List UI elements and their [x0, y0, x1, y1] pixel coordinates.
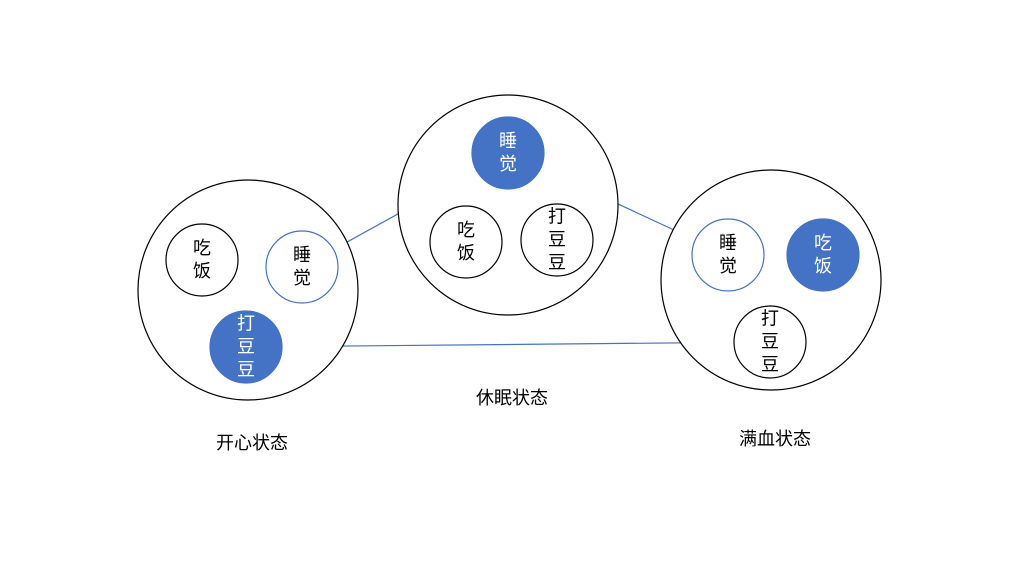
action-full-eat: 吃饭 [786, 218, 860, 292]
action-circle [691, 218, 765, 292]
action-sleep-eat: 吃饭 [429, 205, 503, 279]
action-label-char: 觉 [719, 256, 737, 277]
action-circle [520, 203, 594, 277]
action-full-play: 打豆豆 [733, 305, 807, 379]
action-circle [429, 205, 503, 279]
action-label-char: 吃 [193, 238, 211, 259]
transition-arrow-full-to-happy [280, 341, 735, 350]
action-circle [209, 310, 283, 384]
action-label-char: 饭 [193, 261, 211, 282]
state-label-happy: 开心状态 [216, 433, 288, 454]
action-sleep-play: 打豆豆 [520, 203, 594, 277]
action-label-char: 睡 [499, 131, 517, 152]
action-label-char: 豆 [761, 332, 779, 353]
action-circle [265, 230, 339, 304]
action-label-char: 饭 [457, 243, 475, 264]
action-happy-eat: 吃饭 [165, 223, 239, 297]
action-label-char: 吃 [457, 220, 475, 241]
state-label-sleep: 休眠状态 [476, 388, 548, 409]
action-label-char: 打 [548, 207, 566, 228]
action-label-char: 觉 [499, 154, 517, 175]
action-happy-sleep: 睡觉 [265, 230, 339, 304]
action-label-char: 打 [237, 314, 255, 335]
action-label-char: 睡 [293, 245, 311, 266]
state-label-full: 满血状态 [739, 429, 811, 450]
action-label-char: 豆 [237, 337, 255, 358]
action-label-char: 打 [761, 309, 779, 330]
action-full-sleep: 睡觉 [691, 218, 765, 292]
action-label-char: 饭 [814, 256, 832, 277]
action-circle [786, 218, 860, 292]
action-label-char: 豆 [237, 360, 255, 381]
state-labels: 开心状态 休眠状态 满血状态 [216, 388, 811, 454]
action-label-char: 豆 [548, 253, 566, 274]
action-circle [733, 305, 807, 379]
action-label-char: 吃 [814, 233, 832, 254]
action-sleep-sleep: 睡觉 [471, 116, 545, 190]
action-happy-play: 打豆豆 [209, 310, 283, 384]
action-circle [471, 116, 545, 190]
action-label-char: 觉 [293, 268, 311, 289]
action-label-char: 睡 [719, 233, 737, 254]
action-label-char: 豆 [548, 230, 566, 251]
action-label-char: 豆 [761, 355, 779, 376]
action-circle [165, 223, 239, 297]
